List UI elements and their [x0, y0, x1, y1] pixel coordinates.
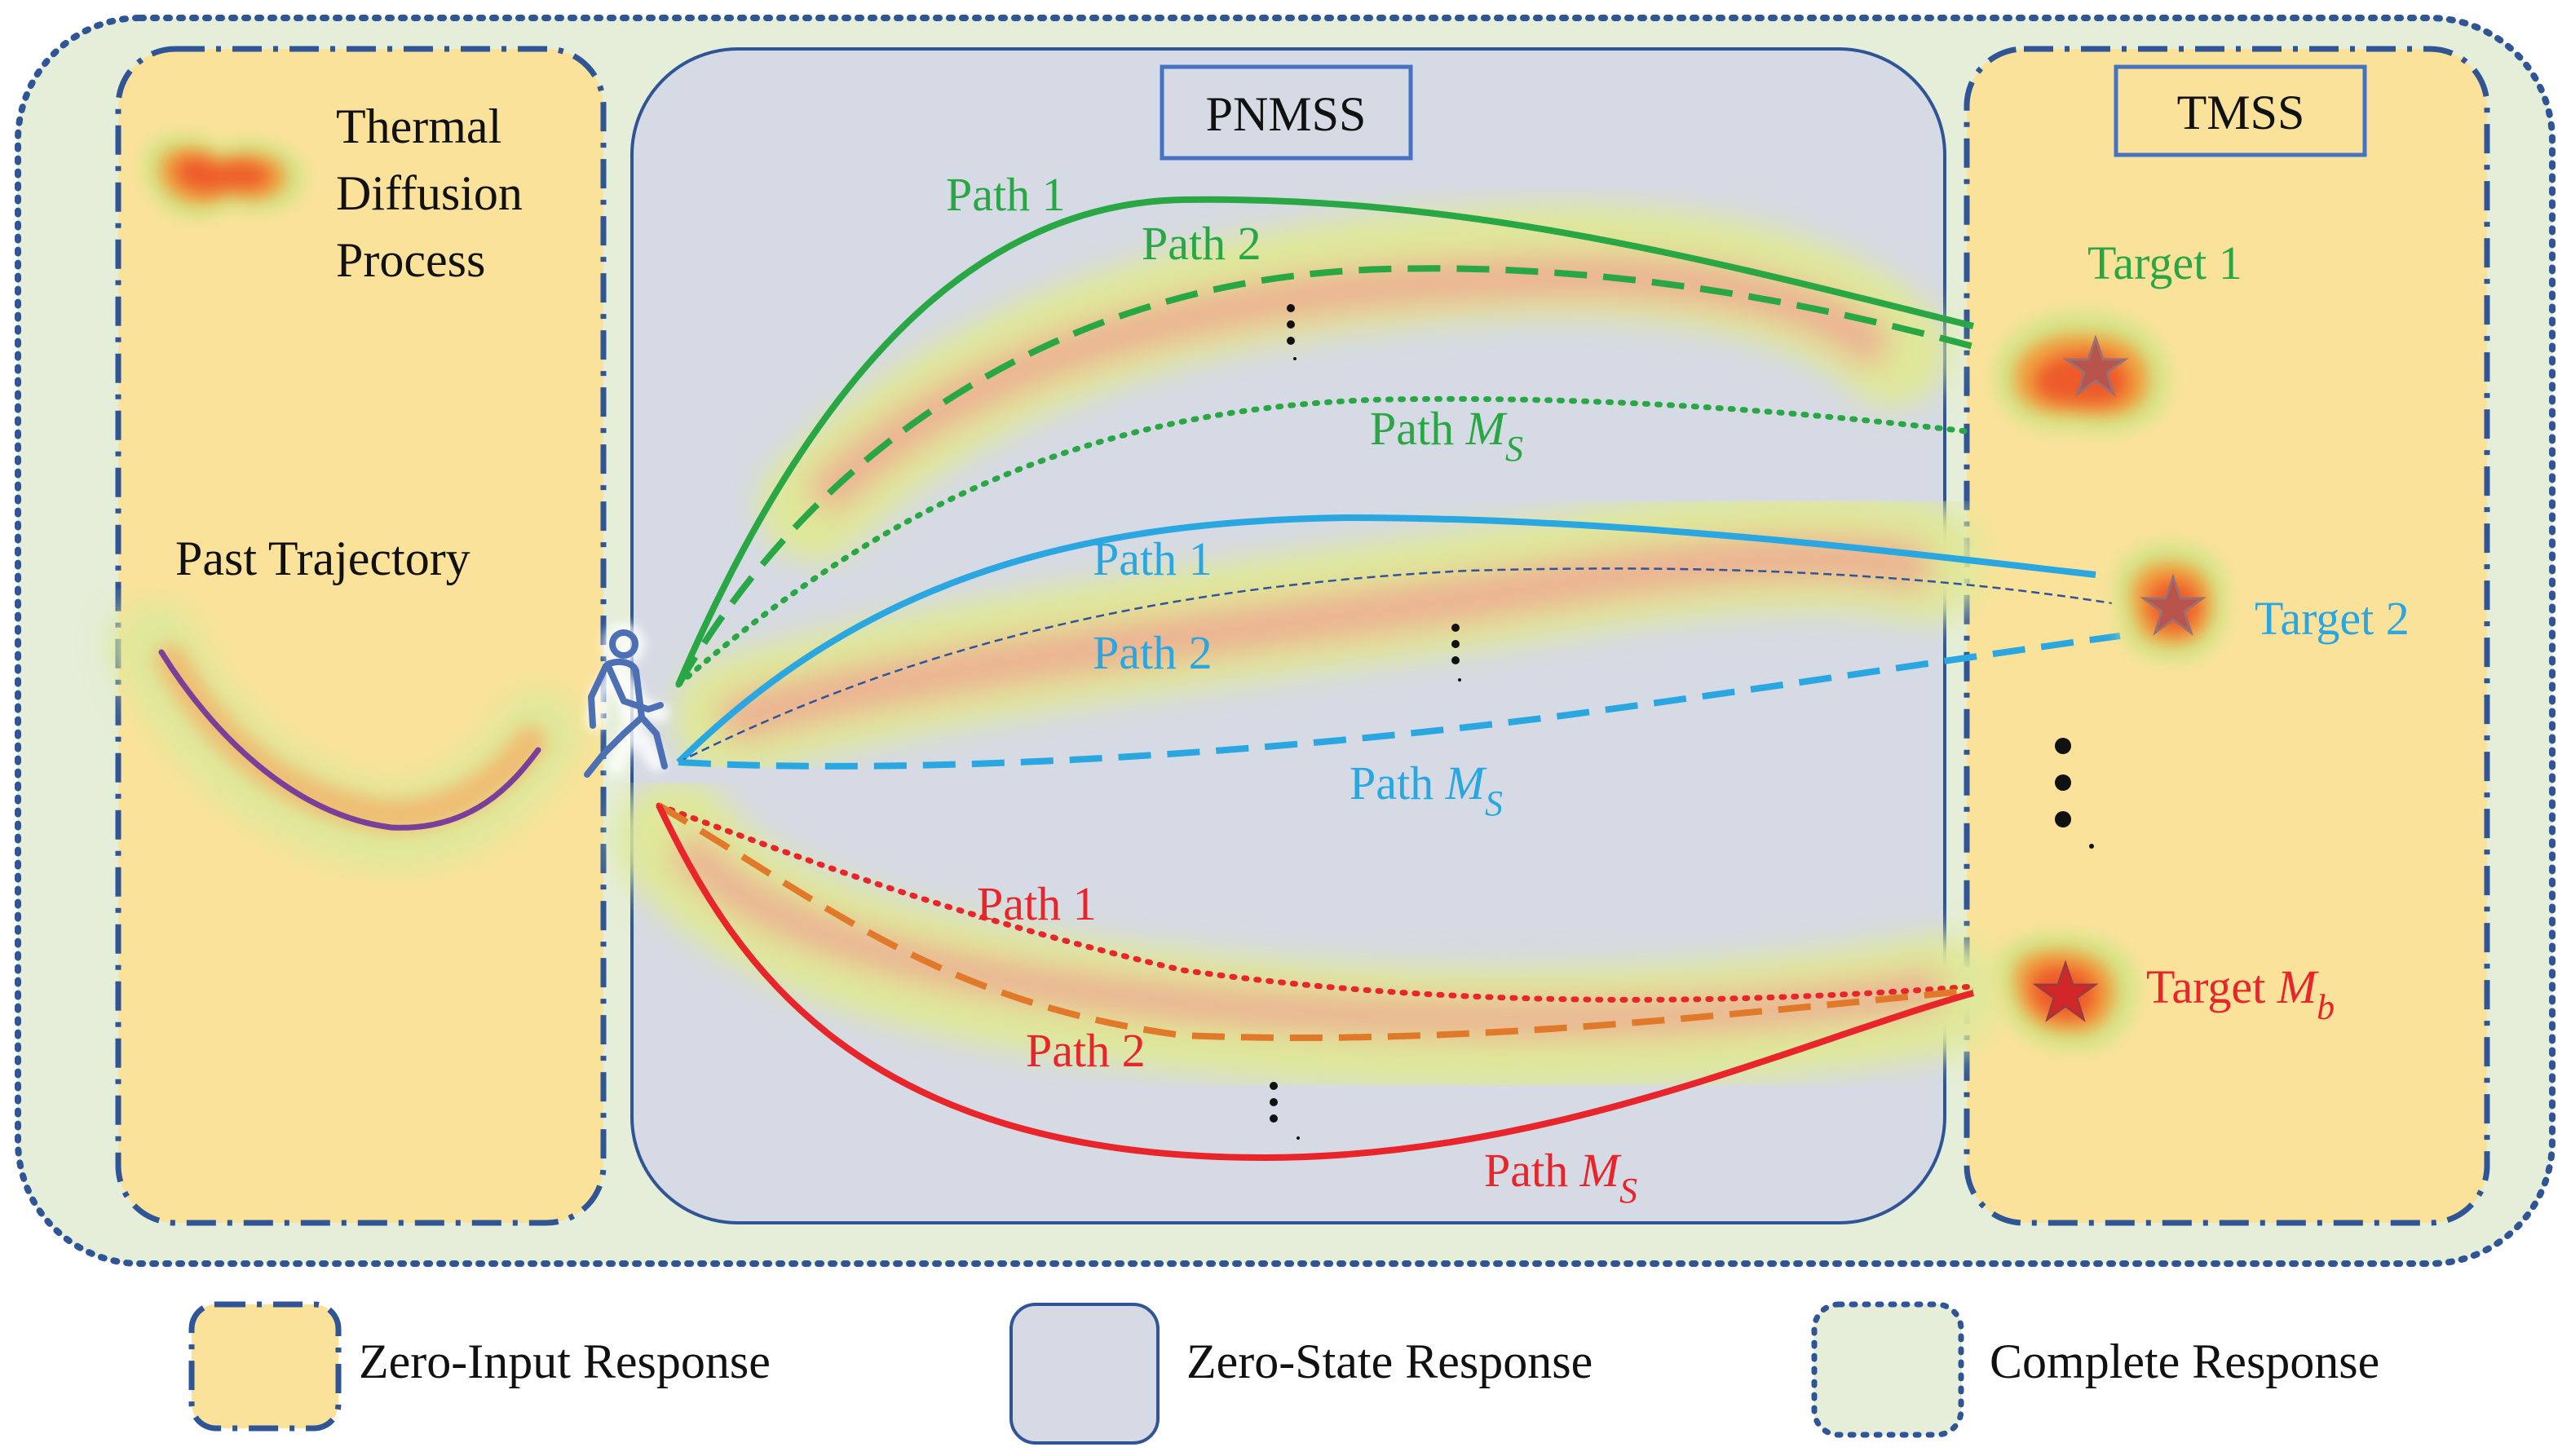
red-path-ms-label: Path MS: [1484, 1144, 1637, 1211]
target-2-star-icon: [2140, 573, 2207, 636]
legend-zero-input-label: Zero-Input Response: [359, 1335, 771, 1388]
zero-input-panel: [115, 46, 607, 1226]
red-path-ms-line: [656, 804, 1975, 1162]
green-path-ms-label: Path MS: [1370, 402, 1523, 469]
legend: Zero-Input Response Zero-State Response …: [188, 1301, 2379, 1445]
red-path-2-label: Path 2: [1026, 1024, 1146, 1077]
vertical-ellipsis-icon: [1287, 304, 1297, 360]
tmss-box: [2114, 64, 2367, 157]
blue-path-1-label: Path 1: [1093, 532, 1213, 585]
legend-complete-swatch: [1811, 1301, 1964, 1438]
green-path-ms-line: [675, 395, 1977, 688]
vertical-ellipsis-icon: [2055, 738, 2094, 849]
target-mb-star-icon: [2032, 960, 2099, 1022]
blue-path-2-label: Path 2: [1093, 626, 1213, 679]
green-path-1-line: [675, 196, 1974, 686]
past-trajectory-line: [158, 649, 541, 831]
green-path-2-line: [675, 265, 1975, 687]
blue-path-ms-line: [678, 633, 2121, 770]
pnmss-box: [1160, 64, 1413, 161]
legend-zero-input-swatch: [188, 1301, 342, 1432]
legend-complete-label: Complete Response: [1990, 1335, 2379, 1388]
blue-path-1-line: [676, 514, 2096, 765]
thermal-label: Thermal Diffusion Process: [336, 99, 535, 287]
target-1-label: Target 1: [2087, 236, 2242, 289]
past-trajectory-label: Past Trajectory: [175, 532, 470, 585]
target-mb-label: Target Mb: [2146, 960, 2335, 1027]
blue-path-2-line: [678, 567, 2113, 764]
blue-heat-band: [673, 490, 1986, 779]
target-1-star-icon: [2062, 334, 2129, 397]
legend-zero-state-label: Zero-State Response: [1186, 1335, 1593, 1388]
red-path-1-line: [656, 802, 1977, 1003]
vertical-ellipsis-icon: [1451, 624, 1461, 682]
thermal-diffusion-heatmap: [142, 133, 307, 220]
walking-person-icon: [584, 623, 669, 778]
legend-zero-state-swatch: [1009, 1303, 1160, 1445]
tmss-title: TMSS: [2177, 86, 2305, 139]
vertical-ellipsis-icon: [1270, 1082, 1300, 1140]
target-2-label: Target 2: [2255, 592, 2410, 645]
green-path-2-label: Path 2: [1142, 217, 1261, 270]
red-path-1-label: Path 1: [977, 877, 1097, 930]
red-path-2-line: [656, 802, 1974, 1041]
pnmss-title: PNMSS: [1206, 87, 1367, 141]
blue-path-ms-label: Path MS: [1350, 757, 1503, 823]
green-path-1-label: Path 1: [946, 168, 1066, 221]
